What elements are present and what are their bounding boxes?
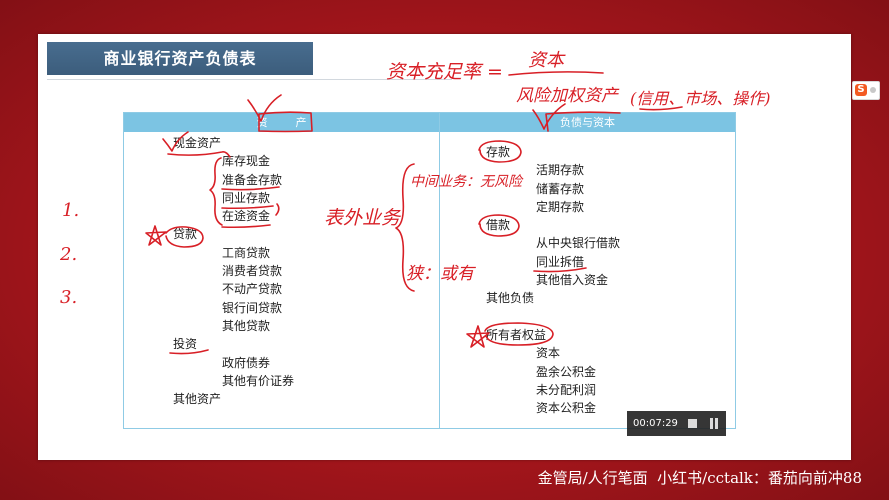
liability-item: 从中央银行借款 — [536, 236, 621, 251]
title-divider — [47, 79, 452, 80]
header-assets: 资产 — [256, 116, 335, 129]
header-assets-cell: 资产 — [124, 113, 439, 132]
pause-icon[interactable] — [709, 418, 719, 429]
asset-category: 其他资产 — [173, 392, 222, 407]
sogou-ime-icon[interactable]: S — [852, 81, 880, 100]
liability-item: 定期存款 — [536, 199, 585, 214]
video-controls: 00:07:29 — [627, 411, 726, 436]
assets-list: 现金资产 库存现金 准备金存款 同业存款 在途资金 贷款 工商贷款 消费者贷款 … — [173, 134, 294, 408]
equity-item: 盈余公积金 — [536, 364, 597, 379]
liability-category: 存款 — [486, 145, 511, 159]
liability-category: 借款 — [486, 218, 511, 233]
asset-item: 同业存款 — [222, 190, 271, 205]
equity-item: 资本 — [536, 346, 561, 361]
asset-item: 其他有价证券 — [222, 373, 295, 388]
table-header: 资产 负债与资本 — [124, 113, 735, 132]
watermark-caption: 金管局/人行笔面 小红书/cctalk：番茄向前冲88 — [537, 469, 862, 487]
asset-item: 政府债券 — [222, 355, 271, 370]
asset-item: 工商贷款 — [222, 245, 271, 260]
equity-item: 未分配利润 — [536, 382, 597, 397]
asset-item: 银行间贷款 — [222, 300, 283, 315]
liabilities-list: 存款 活期存款 储蓄存款 定期存款 借款 从中央银行借款 同业拆借 其他借入资金… — [486, 143, 620, 417]
slide-title: 商业银行资产负债表 — [47, 42, 313, 75]
playback-time: 00:07:29 — [633, 418, 678, 429]
liability-category: 其他负债 — [486, 291, 535, 306]
liability-item: 其他借入资金 — [536, 273, 609, 288]
asset-item: 其他贷款 — [222, 318, 271, 333]
liability-item: 活期存款 — [536, 163, 585, 178]
stop-icon[interactable] — [688, 419, 697, 428]
asset-category: 投资 — [173, 337, 198, 352]
asset-category: 贷款 — [173, 227, 198, 242]
equity-category: 所有者权益 — [486, 327, 547, 342]
liability-item: 储蓄存款 — [536, 181, 585, 196]
ime-logo: S — [855, 84, 867, 96]
asset-item: 库存现金 — [222, 154, 271, 169]
column-divider — [439, 113, 440, 428]
asset-item: 准备金存款 — [222, 172, 283, 187]
asset-item: 在途资金 — [222, 209, 271, 224]
asset-item: 不动产贷款 — [222, 282, 283, 297]
asset-category: 现金资产 — [173, 136, 222, 150]
header-liabilities: 负债与资本 — [560, 116, 615, 129]
liability-item: 同业拆借 — [536, 254, 585, 269]
equity-item: 资本公积金 — [536, 401, 597, 416]
asset-item: 消费者贷款 — [222, 264, 283, 279]
ime-settings-icon[interactable] — [870, 87, 876, 93]
